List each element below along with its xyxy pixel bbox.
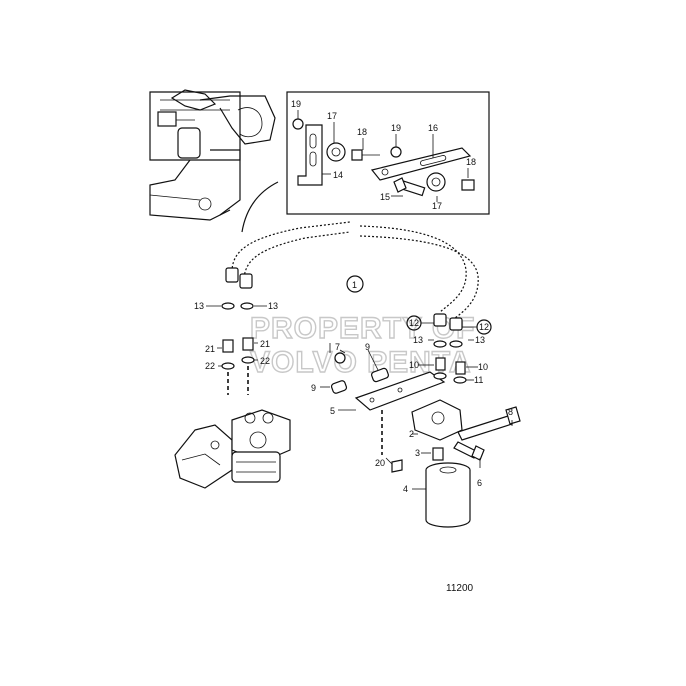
label-6: 6 [477,478,482,488]
label-17-inset-b: 17 [432,201,442,211]
inset-labels: 19 17 18 19 16 14 15 17 18 [291,99,476,211]
label-9-a: 9 [365,342,370,352]
label-13-left-a: 13 [194,301,204,311]
label-13-right-b: 13 [475,335,485,345]
label-2: 2 [409,429,414,439]
label-12-b: 12 [479,322,489,332]
engine-context-sketch [149,89,276,221]
label-20: 20 [375,458,385,468]
left-fittings [206,302,267,395]
label-9-b: 9 [311,383,316,393]
label-19-inset-a: 19 [291,99,301,109]
label-22-left-a: 22 [205,361,215,371]
label-22-left-b: 22 [260,356,270,366]
label-19-inset-b: 19 [391,123,401,133]
label-1: 1 [352,280,357,290]
label-13-right-a: 13 [413,335,423,345]
watermark-line-2: VOLVO PENTA [250,346,472,379]
label-8: 8 [508,407,513,417]
label-13-left-b: 13 [268,301,278,311]
label-5: 5 [330,406,335,416]
engine-block-mount [174,409,291,489]
label-21-left-a: 21 [205,344,215,354]
label-3: 3 [415,448,420,458]
drawing-number: 11200 [446,583,474,594]
label-10-b: 10 [478,362,488,372]
label-15-inset: 15 [380,192,390,202]
label-16-inset: 16 [428,123,438,133]
main-labels: 1 13 13 21 21 22 22 12 12 13 13 7 9 9 5 … [194,275,513,494]
oil-hoses [225,221,479,331]
label-10-a: 10 [409,360,419,370]
label-14-inset: 14 [333,170,343,180]
label-18-inset-b: 18 [466,157,476,167]
label-12-a: 12 [409,318,419,328]
label-18-inset-a: 18 [357,127,367,137]
label-4: 4 [403,484,408,494]
filter-assembly [320,339,521,528]
label-1-circle [346,275,364,293]
inset-leader [241,181,279,233]
label-7: 7 [335,342,340,352]
label-11: 11 [474,375,483,385]
inset-bracket-detail [286,91,490,215]
label-21-left-b: 21 [260,339,270,349]
label-17-inset-a: 17 [327,111,337,121]
